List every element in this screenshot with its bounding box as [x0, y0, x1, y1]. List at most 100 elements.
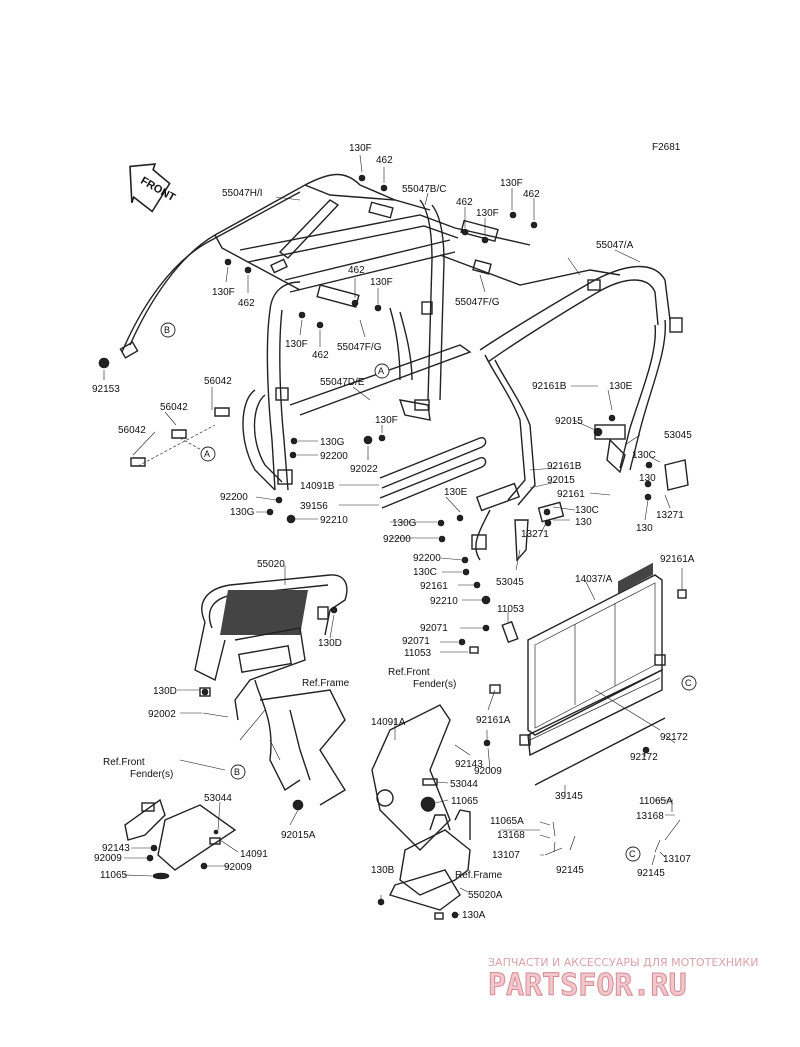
label-56042: 56042 — [118, 425, 146, 436]
label-55047-A: 55047/A — [596, 240, 634, 251]
label-11065A: 11065A — [639, 796, 673, 807]
label-130C: 130C — [632, 450, 656, 461]
part-labels: 130F 462 55047H/I 55047B/C 130F 462 462 … — [92, 143, 695, 921]
label-130E: 130E — [609, 381, 633, 392]
label-11053: 11053 — [404, 648, 432, 659]
label-14037-A: 14037/A — [575, 574, 613, 585]
label-53044: 53044 — [450, 779, 478, 790]
label-55047D-E: 55047D/E — [320, 377, 365, 388]
label-92161B: 92161B — [532, 381, 567, 392]
label-92200: 92200 — [320, 451, 348, 462]
front-guard-assembly — [194, 574, 348, 806]
label-92161: 92161 — [557, 489, 585, 500]
label-130F: 130F — [349, 143, 372, 154]
label-462: 462 — [456, 197, 473, 208]
label-92172: 92172 — [630, 752, 658, 763]
label-92009: 92009 — [474, 766, 502, 777]
label-11053: 11053 — [497, 604, 525, 615]
label-92015A: 92015A — [281, 830, 316, 841]
label-462: 462 — [312, 350, 329, 361]
label-13271: 13271 — [521, 529, 549, 540]
label-92071: 92071 — [420, 623, 448, 634]
label-11065A: 11065A — [490, 816, 524, 827]
label-92210: 92210 — [430, 596, 458, 607]
label-130C: 130C — [413, 567, 437, 578]
sight-bar-tubes — [379, 436, 487, 509]
label-130A: 130A — [462, 910, 486, 921]
label-130F: 130F — [375, 415, 398, 426]
plates-56042 — [130, 407, 230, 467]
label-130G: 130G — [320, 437, 345, 448]
label-462: 462 — [523, 189, 540, 200]
label-14091: 14091 — [240, 849, 268, 860]
roll-cage-assembly — [119, 173, 689, 562]
label-92161A: 92161A — [660, 554, 695, 565]
svg-text:A: A — [378, 366, 384, 376]
label-39145: 39145 — [555, 791, 583, 802]
label-ref-frame: Ref.Frame — [302, 678, 350, 689]
watermark-caption: ЗАПЧАСТИ И АКСЕССУАРЫ ДЛЯ МОТОТЕХНИКИ — [488, 956, 758, 969]
label-53045: 53045 — [496, 577, 524, 588]
fasteners — [98, 174, 681, 919]
leader-lines — [103, 154, 683, 916]
figure-id: F2681 — [652, 142, 681, 153]
label-92161: 92161 — [420, 581, 448, 592]
label-39156: 39156 — [300, 501, 328, 512]
svg-text:C: C — [629, 849, 636, 859]
label-55020A: 55020A — [468, 890, 503, 901]
label-130B: 130B — [371, 865, 395, 876]
label-130F: 130F — [500, 178, 523, 189]
label-13168: 13168 — [636, 811, 664, 822]
rear-net-assembly — [469, 562, 687, 757]
label-55047F-G: 55047F/G — [337, 342, 382, 353]
label-11065: 11065 — [451, 796, 479, 807]
strap-39145 — [534, 717, 666, 786]
label-ref-frame: Ref.Frame — [455, 870, 503, 881]
svg-text:B: B — [234, 767, 240, 777]
label-130: 130 — [639, 473, 656, 484]
label-130F: 130F — [285, 339, 308, 350]
label-130: 130 — [636, 523, 653, 534]
callout-a-1: A — [374, 363, 390, 379]
label-55047F-G: 55047F/G — [455, 297, 500, 308]
svg-text:C: C — [685, 678, 692, 688]
label-92022: 92022 — [350, 464, 378, 475]
label-92145: 92145 — [637, 868, 665, 879]
label-92145: 92145 — [556, 865, 584, 876]
label-130G: 130G — [230, 507, 255, 518]
callout-c-1: C — [681, 675, 697, 691]
callout-b-1: B — [160, 322, 176, 338]
label-130F: 130F — [476, 208, 499, 219]
label-130: 130 — [575, 517, 592, 528]
label-92143: 92143 — [455, 759, 483, 770]
ref-front-fender-line2: Fender(s) — [413, 679, 456, 690]
label-53044: 53044 — [204, 793, 232, 804]
fender-flap-14091 — [124, 798, 237, 880]
label-130D: 130D — [318, 638, 342, 649]
label-92015: 92015 — [547, 475, 575, 486]
label-130F: 130F — [212, 287, 235, 298]
label-56042: 56042 — [204, 376, 232, 387]
label-ref-front-fender: Ref.Front Fender(s) — [388, 667, 456, 690]
label-56042: 56042 — [160, 402, 188, 413]
callout-c-2: C — [625, 846, 641, 862]
label-ref-front-fender: Ref.Front Fender(s) — [103, 757, 173, 780]
label-13107: 13107 — [663, 854, 691, 865]
label-462: 462 — [376, 155, 393, 166]
ref-front-fender-line2: Fender(s) — [130, 769, 173, 780]
label-92161A: 92161A — [476, 715, 511, 726]
label-13168: 13168 — [497, 830, 525, 841]
label-92002: 92002 — [148, 709, 176, 720]
label-14091A: 14091A — [371, 717, 406, 728]
label-92200: 92200 — [220, 492, 248, 503]
label-92143: 92143 — [102, 843, 130, 854]
label-13271: 13271 — [656, 510, 684, 521]
ref-front-fender-line1: Ref.Front — [388, 667, 430, 678]
callout-a-2: A — [200, 446, 216, 462]
footrest-55020A — [389, 809, 471, 920]
label-130D: 130D — [153, 686, 177, 697]
label-53045: 53045 — [664, 430, 692, 441]
label-462: 462 — [238, 298, 255, 309]
label-92071: 92071 — [402, 636, 430, 647]
